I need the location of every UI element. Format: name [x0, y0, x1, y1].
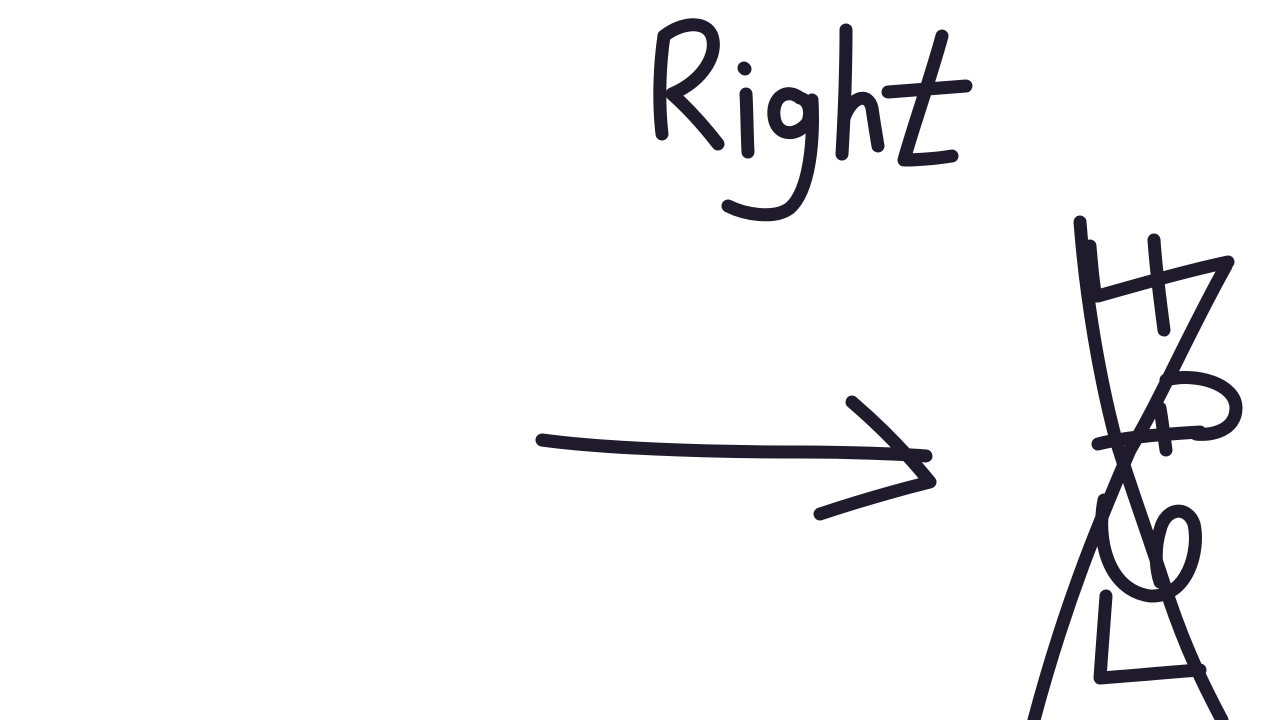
stroke-h-arch	[837, 91, 885, 153]
handwritten-word-right	[653, 18, 973, 222]
stroke-i-dot	[737, 61, 752, 76]
stroke-diagonal	[1027, 259, 1233, 720]
stroke-g-bowl	[767, 87, 817, 139]
stroke-h-stem	[835, 23, 853, 161]
stroke-i-stem	[739, 87, 755, 159]
stroke-r-stem	[653, 29, 671, 141]
stroke-b-bowl	[1159, 371, 1243, 441]
arrow-right-icon	[535, 395, 937, 521]
stroke-g-tail	[721, 93, 819, 222]
arrow-shaft	[535, 433, 933, 463]
stroke-h-cross	[1091, 255, 1235, 303]
text-symbol-icon	[1027, 215, 1243, 720]
stroke-r-bowl-leg	[657, 18, 725, 151]
stroke-tall-left	[1073, 215, 1229, 720]
stroke-t-stem	[897, 29, 959, 167]
stroke-mid-cross	[1091, 425, 1207, 451]
stroke-l	[1093, 589, 1207, 685]
stroke-h-right	[1147, 233, 1171, 337]
stroke-t-cross	[881, 79, 973, 99]
stroke-thick-mark	[1083, 239, 1103, 303]
stroke-loop	[1095, 493, 1202, 603]
arrow-head	[813, 395, 937, 521]
